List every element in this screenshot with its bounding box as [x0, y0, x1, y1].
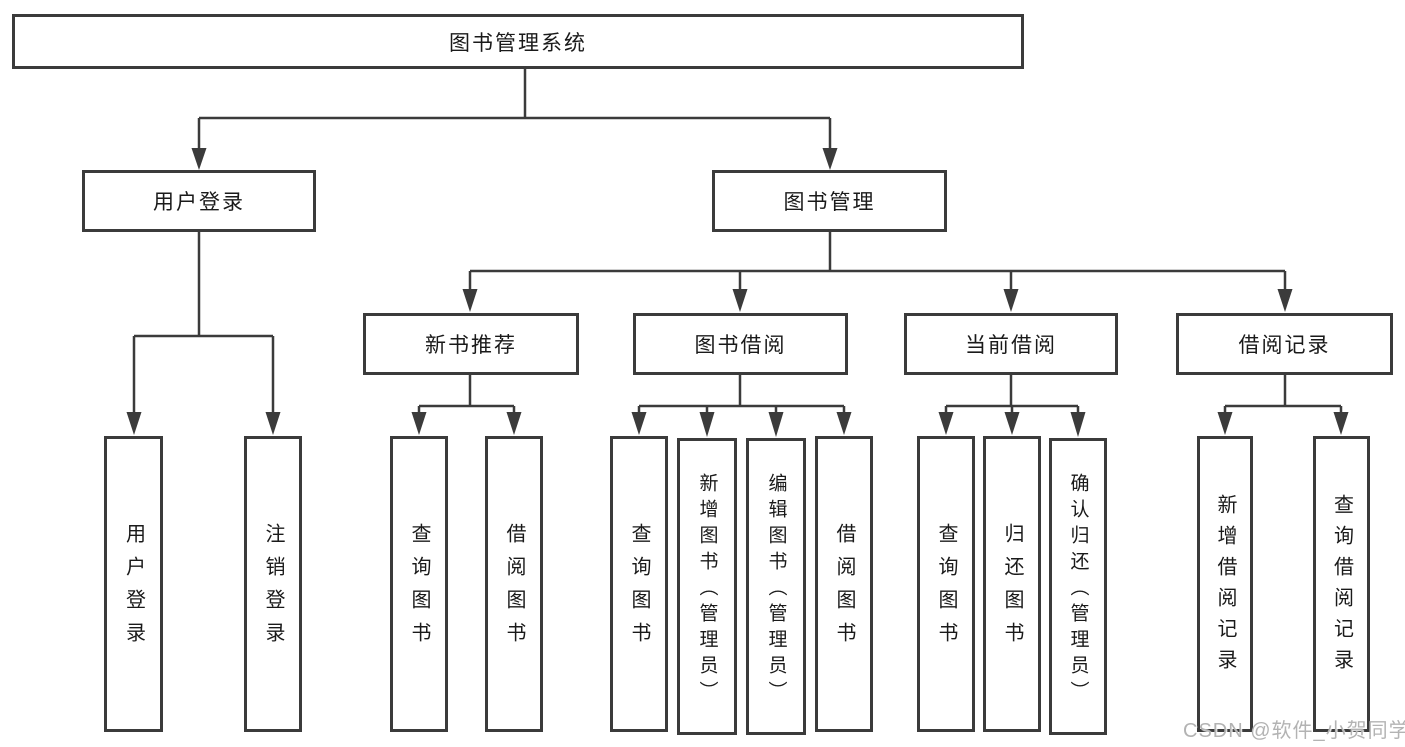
connector-root-to-branches: [191, 69, 838, 170]
leaf-borrow-edit-books-admin: 编辑图书（管理员）: [746, 438, 806, 735]
connector-new-book-subtree: [411, 373, 522, 435]
leaf-newbook-borrow-books: 借阅图书: [485, 436, 543, 732]
node-current-borrow: 当前借阅: [904, 313, 1118, 375]
leaf-records-add-record: 新增借阅记录: [1197, 436, 1253, 732]
node-root-library-system: 图书管理系统: [12, 14, 1024, 69]
leaf-user-login: 用户登录: [104, 436, 163, 732]
leaf-current-query-books: 查询图书: [917, 436, 975, 732]
leaf-current-return-books: 归还图书: [983, 436, 1041, 732]
leaf-borrow-query-books: 查询图书: [610, 436, 668, 732]
leaf-borrow-add-books-admin: 新增图书（管理员）: [677, 438, 737, 735]
node-borrow-records: 借阅记录: [1176, 313, 1393, 375]
csdn-watermark: CSDN @软件_小贺同学: [1183, 720, 1405, 742]
node-book-management: 图书管理: [712, 170, 947, 232]
leaf-current-confirm-return-admin: 确认归还（管理员）: [1049, 438, 1107, 735]
leaf-borrow-borrow-books: 借阅图书: [815, 436, 873, 732]
node-new-book-recommend: 新书推荐: [363, 313, 579, 375]
connector-book-borrow-subtree: [631, 373, 852, 437]
connector-book-mgmt-to-modules: [462, 232, 1293, 312]
leaf-records-query-record: 查询借阅记录: [1313, 436, 1370, 732]
connector-borrow-records-subtree: [1217, 373, 1349, 435]
leaf-logout: 注销登录: [244, 436, 302, 732]
node-user-login: 用户登录: [82, 170, 316, 232]
connector-user-login-subtree: [126, 232, 281, 435]
leaf-newbook-query-books: 查询图书: [390, 436, 448, 732]
node-book-borrow: 图书借阅: [633, 313, 848, 375]
connector-current-borrow-subtree: [938, 373, 1086, 437]
